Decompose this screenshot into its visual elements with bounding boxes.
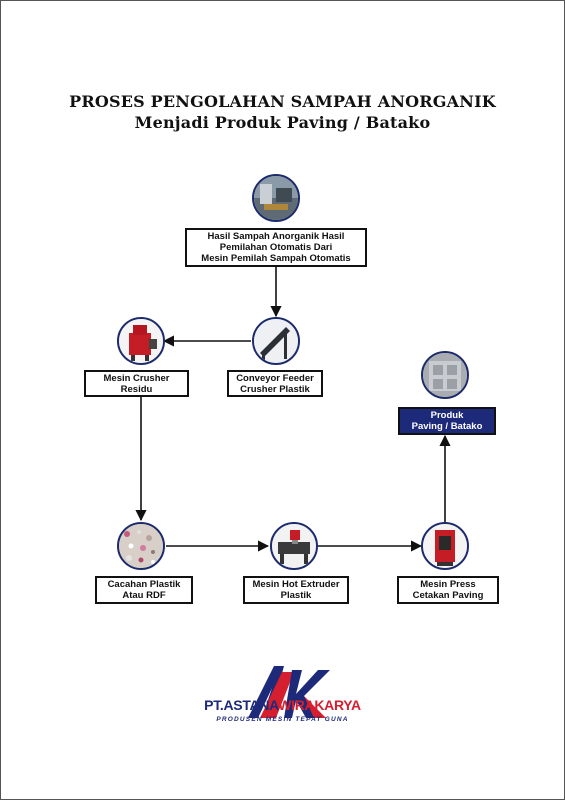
company-tagline: PRODUSEN MESIN TEPAT GUNA (216, 716, 349, 723)
paving-block-photo (421, 351, 469, 399)
company-name-part1: PT.ASTANA (204, 697, 279, 713)
step-cacahan-label: Cacahan Plastik Atau RDF (95, 576, 193, 604)
step-hasil-sampah-label: Hasil Sampah Anorganik Hasil Pemilahan O… (185, 228, 367, 267)
step-extruder-label: Mesin Hot Extruder Plastik (243, 576, 349, 604)
diagram-subtitle: Menjadi Produk Paving / Batako (134, 113, 431, 132)
step-conveyor-label: Conveyor Feeder Crusher Plastik (227, 370, 323, 397)
company-name: PT.ASTANAWIRAKARYA (200, 697, 365, 713)
company-name-part2: WIRAKARYA (278, 697, 361, 713)
press-machine-photo (421, 522, 469, 570)
step-press-label: Mesin Press Cetakan Paving (397, 576, 499, 604)
step-crusher-label: Mesin Crusher Residu (84, 370, 189, 397)
astana-wirakarya-logo (248, 666, 330, 718)
conveyor-photo (252, 317, 300, 365)
diagram-title: PROSES PENGOLAHAN SAMPAH ANORGANIK (69, 92, 496, 111)
shredded-plastic-photo (117, 522, 165, 570)
sorting-machine-photo (252, 174, 300, 222)
step-produk-label: Produk Paving / Batako (398, 407, 496, 435)
extruder-photo (270, 522, 318, 570)
crusher-photo (117, 317, 165, 365)
